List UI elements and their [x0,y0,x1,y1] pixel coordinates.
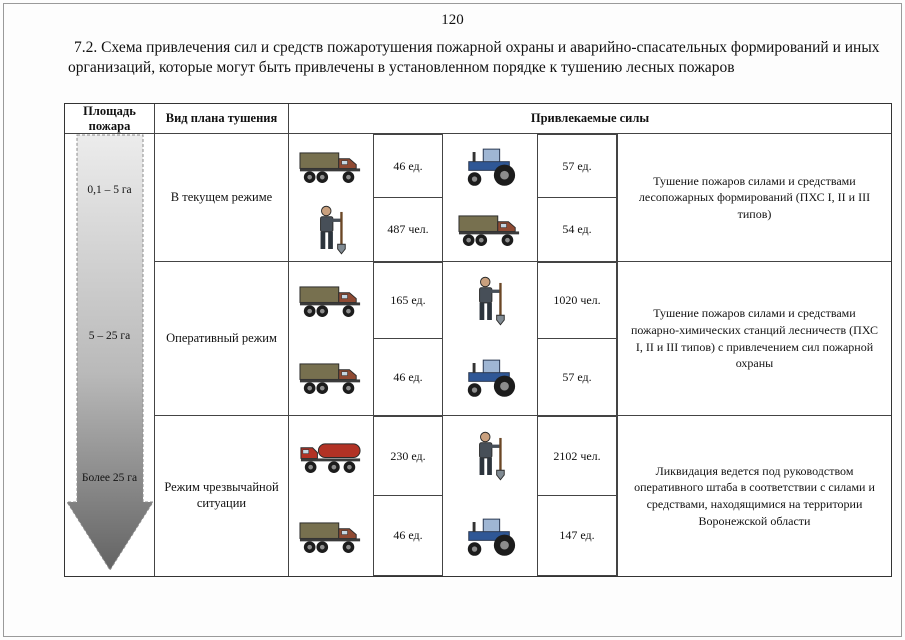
description-row3: Ликвидация ведется под руководством опер… [617,416,891,576]
fire-truck-icon [299,436,363,477]
col-header-plan-type: Вид плана тушения [155,104,289,134]
vehicle-cell [289,134,373,198]
personnel-cell [289,198,373,262]
truck-icon [299,146,363,187]
section-title: 7.2. Схема привлечения сил и средств пож… [68,39,880,77]
count-cell: 230 ед. [373,416,443,496]
page-number: 120 [441,12,464,28]
tractor-icon [462,355,518,400]
firefighter-shovel-icon [312,204,350,256]
truck-icon [299,280,363,321]
truck-icon [299,516,363,557]
fire-area-column: 0,1 – 5 га 5 – 25 га Более 25 га [65,134,155,576]
count-cell: 46 ед. [373,134,443,198]
vehicle-cell [443,496,537,576]
area-label-large: Более 25 га [81,472,138,484]
plan-type-row3: Режим чрезвычайной ситуации [155,416,289,576]
col-header-fire-area: Площадь пожара [65,104,155,134]
count-cell: 2102 чел. [537,416,617,496]
description-row2: Тушение пожаров силами и средствами пожа… [617,262,891,416]
firefighter-shovel-icon [471,430,509,482]
tractor-icon [462,514,518,559]
count-cell: 54 ед. [537,198,617,262]
vehicle-cell [443,339,537,416]
col-header-forces: Привлекаемые силы [289,104,891,134]
count-cell: 1020 чел. [537,262,617,339]
count-cell: 57 ед. [537,134,617,198]
vehicle-cell [289,262,373,339]
personnel-cell [443,262,537,339]
tractor-icon [462,144,518,189]
count-cell: 147 ед. [537,496,617,576]
area-arrow-icon [66,134,154,571]
count-cell: 57 ед. [537,339,617,416]
plan-type-row2: Оперативный режим [155,262,289,416]
vehicle-cell [289,496,373,576]
area-label-medium: 5 – 25 га [88,330,131,342]
vehicle-cell [443,198,537,262]
truck-icon [299,357,363,398]
vehicle-cell [289,416,373,496]
count-cell: 46 ед. [373,339,443,416]
description-row1: Тушение пожаров силами и средствами лесо… [617,134,891,262]
vehicle-cell [289,339,373,416]
truck-icon [458,209,522,250]
vehicle-cell [443,134,537,198]
count-cell: 487 чел. [373,198,443,262]
count-cell: 165 ед. [373,262,443,339]
count-cell: 46 ед. [373,496,443,576]
area-label-small: 0,1 – 5 га [87,184,132,196]
plan-type-row1: В текущем режиме [155,134,289,262]
personnel-cell [443,416,537,496]
schema-table: Площадь пожара Вид плана тушения Привлек… [64,103,892,577]
firefighter-shovel-icon [471,275,509,327]
